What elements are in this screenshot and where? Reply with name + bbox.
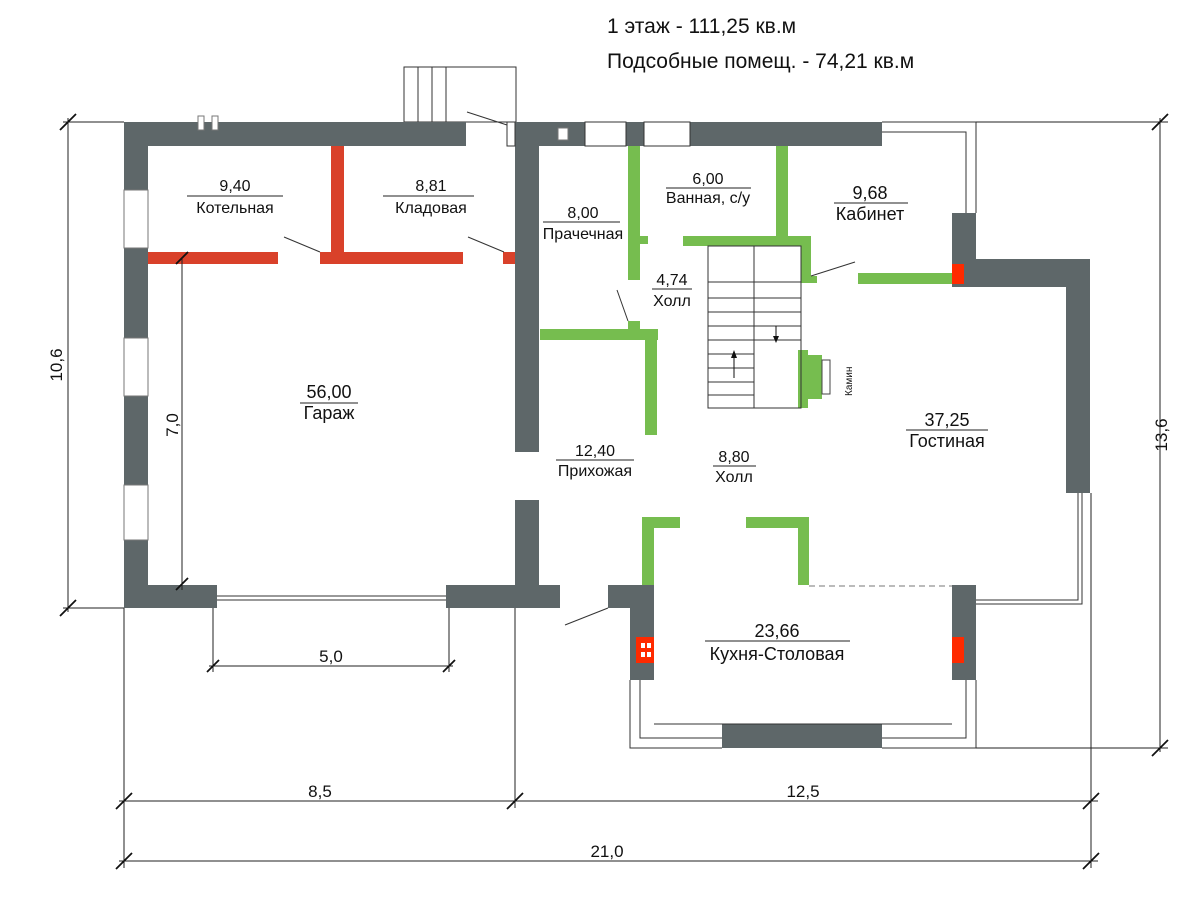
fireplace: Камин <box>821 359 855 396</box>
svg-text:4,74: 4,74 <box>656 272 687 289</box>
room-label-kladovaya: 8,81 Кладовая <box>383 178 474 217</box>
room-label-prihozhaya: 12,40 Прихожая <box>556 443 634 480</box>
svg-text:8,00: 8,00 <box>567 205 598 222</box>
garage-windows <box>123 115 219 541</box>
dimension-total-width: 21,0 <box>115 842 1100 870</box>
heaters <box>636 264 964 663</box>
auxiliary-area-title: Подсобные помещ. - 74,21 кв.м <box>607 50 914 73</box>
svg-text:6,00: 6,00 <box>692 171 723 188</box>
svg-text:7,0: 7,0 <box>163 413 182 437</box>
entrance-steps <box>403 66 517 126</box>
internal-partitions <box>540 146 952 585</box>
svg-text:8,81: 8,81 <box>415 178 446 195</box>
room-label-kotelnaya: 9,40 Котельная <box>187 178 283 217</box>
garage-walls <box>124 122 560 608</box>
svg-text:Прачечная: Прачечная <box>543 226 623 243</box>
fireplace-label: Камин <box>844 367 855 396</box>
svg-text:9,40: 9,40 <box>219 178 250 195</box>
dimension-garage-depth: 7,0 <box>163 251 189 591</box>
svg-text:5,0: 5,0 <box>319 647 343 666</box>
svg-text:Прихожая: Прихожая <box>558 463 632 480</box>
svg-text:Гостиная: Гостиная <box>909 431 985 451</box>
svg-text:12,40: 12,40 <box>575 443 615 460</box>
svg-text:Холл: Холл <box>715 469 753 486</box>
dimension-bottom-segments: 8,5 12,5 <box>115 493 1100 868</box>
floor-area-title: 1 этаж - 111,25 кв.м <box>607 15 796 38</box>
svg-text:Гараж: Гараж <box>304 403 355 423</box>
room-label-garazh: 56,00 Гараж <box>300 382 358 423</box>
room-label-holl-2: 8,80 Холл <box>713 449 756 486</box>
svg-text:8,5: 8,5 <box>308 782 332 801</box>
svg-text:8,80: 8,80 <box>718 449 749 466</box>
dimension-left-height: 10,6 <box>47 113 124 617</box>
svg-text:21,0: 21,0 <box>590 842 623 861</box>
svg-text:Котельная: Котельная <box>196 200 273 217</box>
house-walls <box>515 122 1090 748</box>
room-label-gostinaya: 37,25 Гостиная <box>906 410 988 451</box>
door-leaders <box>283 236 856 626</box>
svg-text:13,6: 13,6 <box>1152 418 1171 451</box>
svg-text:Холл: Холл <box>653 293 691 310</box>
svg-text:Кладовая: Кладовая <box>395 200 467 217</box>
brick-partitions <box>148 146 515 264</box>
svg-text:12,5: 12,5 <box>786 782 819 801</box>
garage-gate <box>217 595 446 601</box>
room-label-kabinet: 9,68 Кабинет <box>834 183 908 224</box>
svg-text:9,68: 9,68 <box>852 183 887 203</box>
svg-text:37,25: 37,25 <box>924 410 969 430</box>
room-label-holl-1: 4,74 Холл <box>652 272 692 310</box>
house-window-frames <box>506 121 1083 749</box>
svg-text:23,66: 23,66 <box>754 621 799 641</box>
room-label-kuhnya: 23,66 Кухня-Столовая <box>705 621 850 664</box>
svg-text:Кабинет: Кабинет <box>836 204 904 224</box>
room-label-vannaya: 6,00 Ванная, с/у <box>666 171 751 207</box>
svg-text:56,00: 56,00 <box>306 382 351 402</box>
staircase <box>707 245 802 409</box>
dimension-garage-gate: 5,0 <box>206 608 456 673</box>
svg-text:Ванная, с/у: Ванная, с/у <box>666 190 750 207</box>
room-label-prachechnaya: 8,00 Прачечная <box>543 205 623 243</box>
svg-text:10,6: 10,6 <box>47 348 66 381</box>
svg-text:Кухня-Столовая: Кухня-Столовая <box>710 644 845 664</box>
dimension-right-height: 13,6 <box>976 113 1171 757</box>
